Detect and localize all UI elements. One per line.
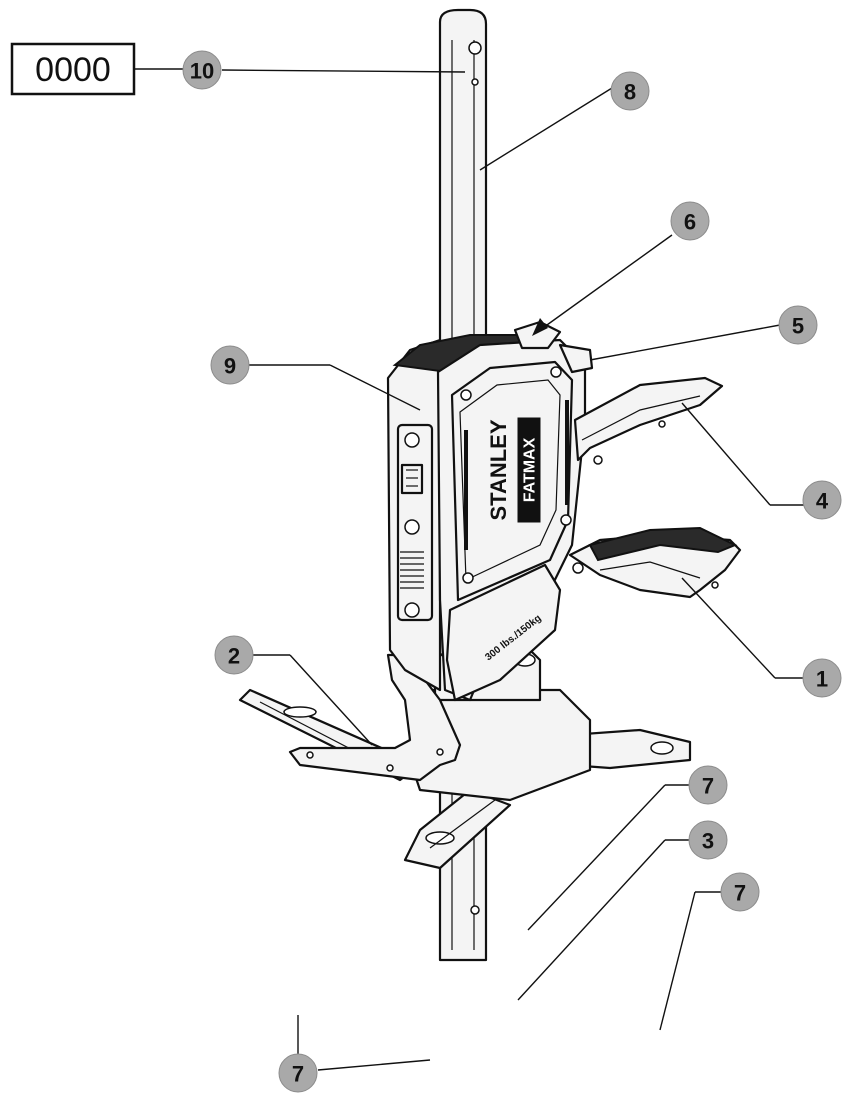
callout-2-label: 2 <box>228 644 240 669</box>
base-assembly <box>238 638 692 870</box>
release-lever <box>573 376 724 465</box>
callout-10-label: 10 <box>190 59 214 84</box>
callout-7-lower-label: 7 <box>292 1062 304 1087</box>
reference-code: 0000 <box>35 51 111 89</box>
callout-7-lower: 7 <box>278 1053 318 1093</box>
brand-logo: STANLEY FATMAX <box>486 417 541 523</box>
callout-9-label: 9 <box>224 354 236 379</box>
fixed-foot-plate <box>288 653 462 782</box>
callout-6: 6 <box>670 201 710 241</box>
callout-3-label: 3 <box>702 829 714 854</box>
callout-7-right: 7 <box>720 872 760 912</box>
callout-4-label: 4 <box>816 489 829 514</box>
callout-7-right-label: 7 <box>734 881 746 906</box>
brand-line1: STANLEY <box>486 419 511 520</box>
reference-code-box: 0000 <box>10 42 136 96</box>
callout-1-label: 1 <box>816 667 828 692</box>
callout-2: 2 <box>214 635 254 675</box>
callout-7-upper: 7 <box>688 765 728 805</box>
vent-grille <box>400 551 424 589</box>
callout-7-upper-label: 7 <box>702 774 714 799</box>
callout-10: 10 <box>182 50 222 90</box>
callout-4: 4 <box>802 480 842 520</box>
brand-line2: FATMAX <box>522 437 539 502</box>
callout-9: 9 <box>210 345 250 385</box>
callout-1: 1 <box>802 658 842 698</box>
trigger-handle <box>568 526 742 599</box>
callout-8: 8 <box>610 71 650 111</box>
callout-5: 5 <box>778 305 818 345</box>
callout-6-label: 6 <box>684 210 696 235</box>
callout-5-label: 5 <box>792 314 804 339</box>
callout-3: 3 <box>688 820 728 860</box>
body-housing: STANLEY FATMAX 300 lbs./150kg <box>386 334 587 702</box>
top-latch <box>513 320 594 374</box>
leader-lines <box>134 68 808 1071</box>
callout-8-label: 8 <box>624 80 636 105</box>
